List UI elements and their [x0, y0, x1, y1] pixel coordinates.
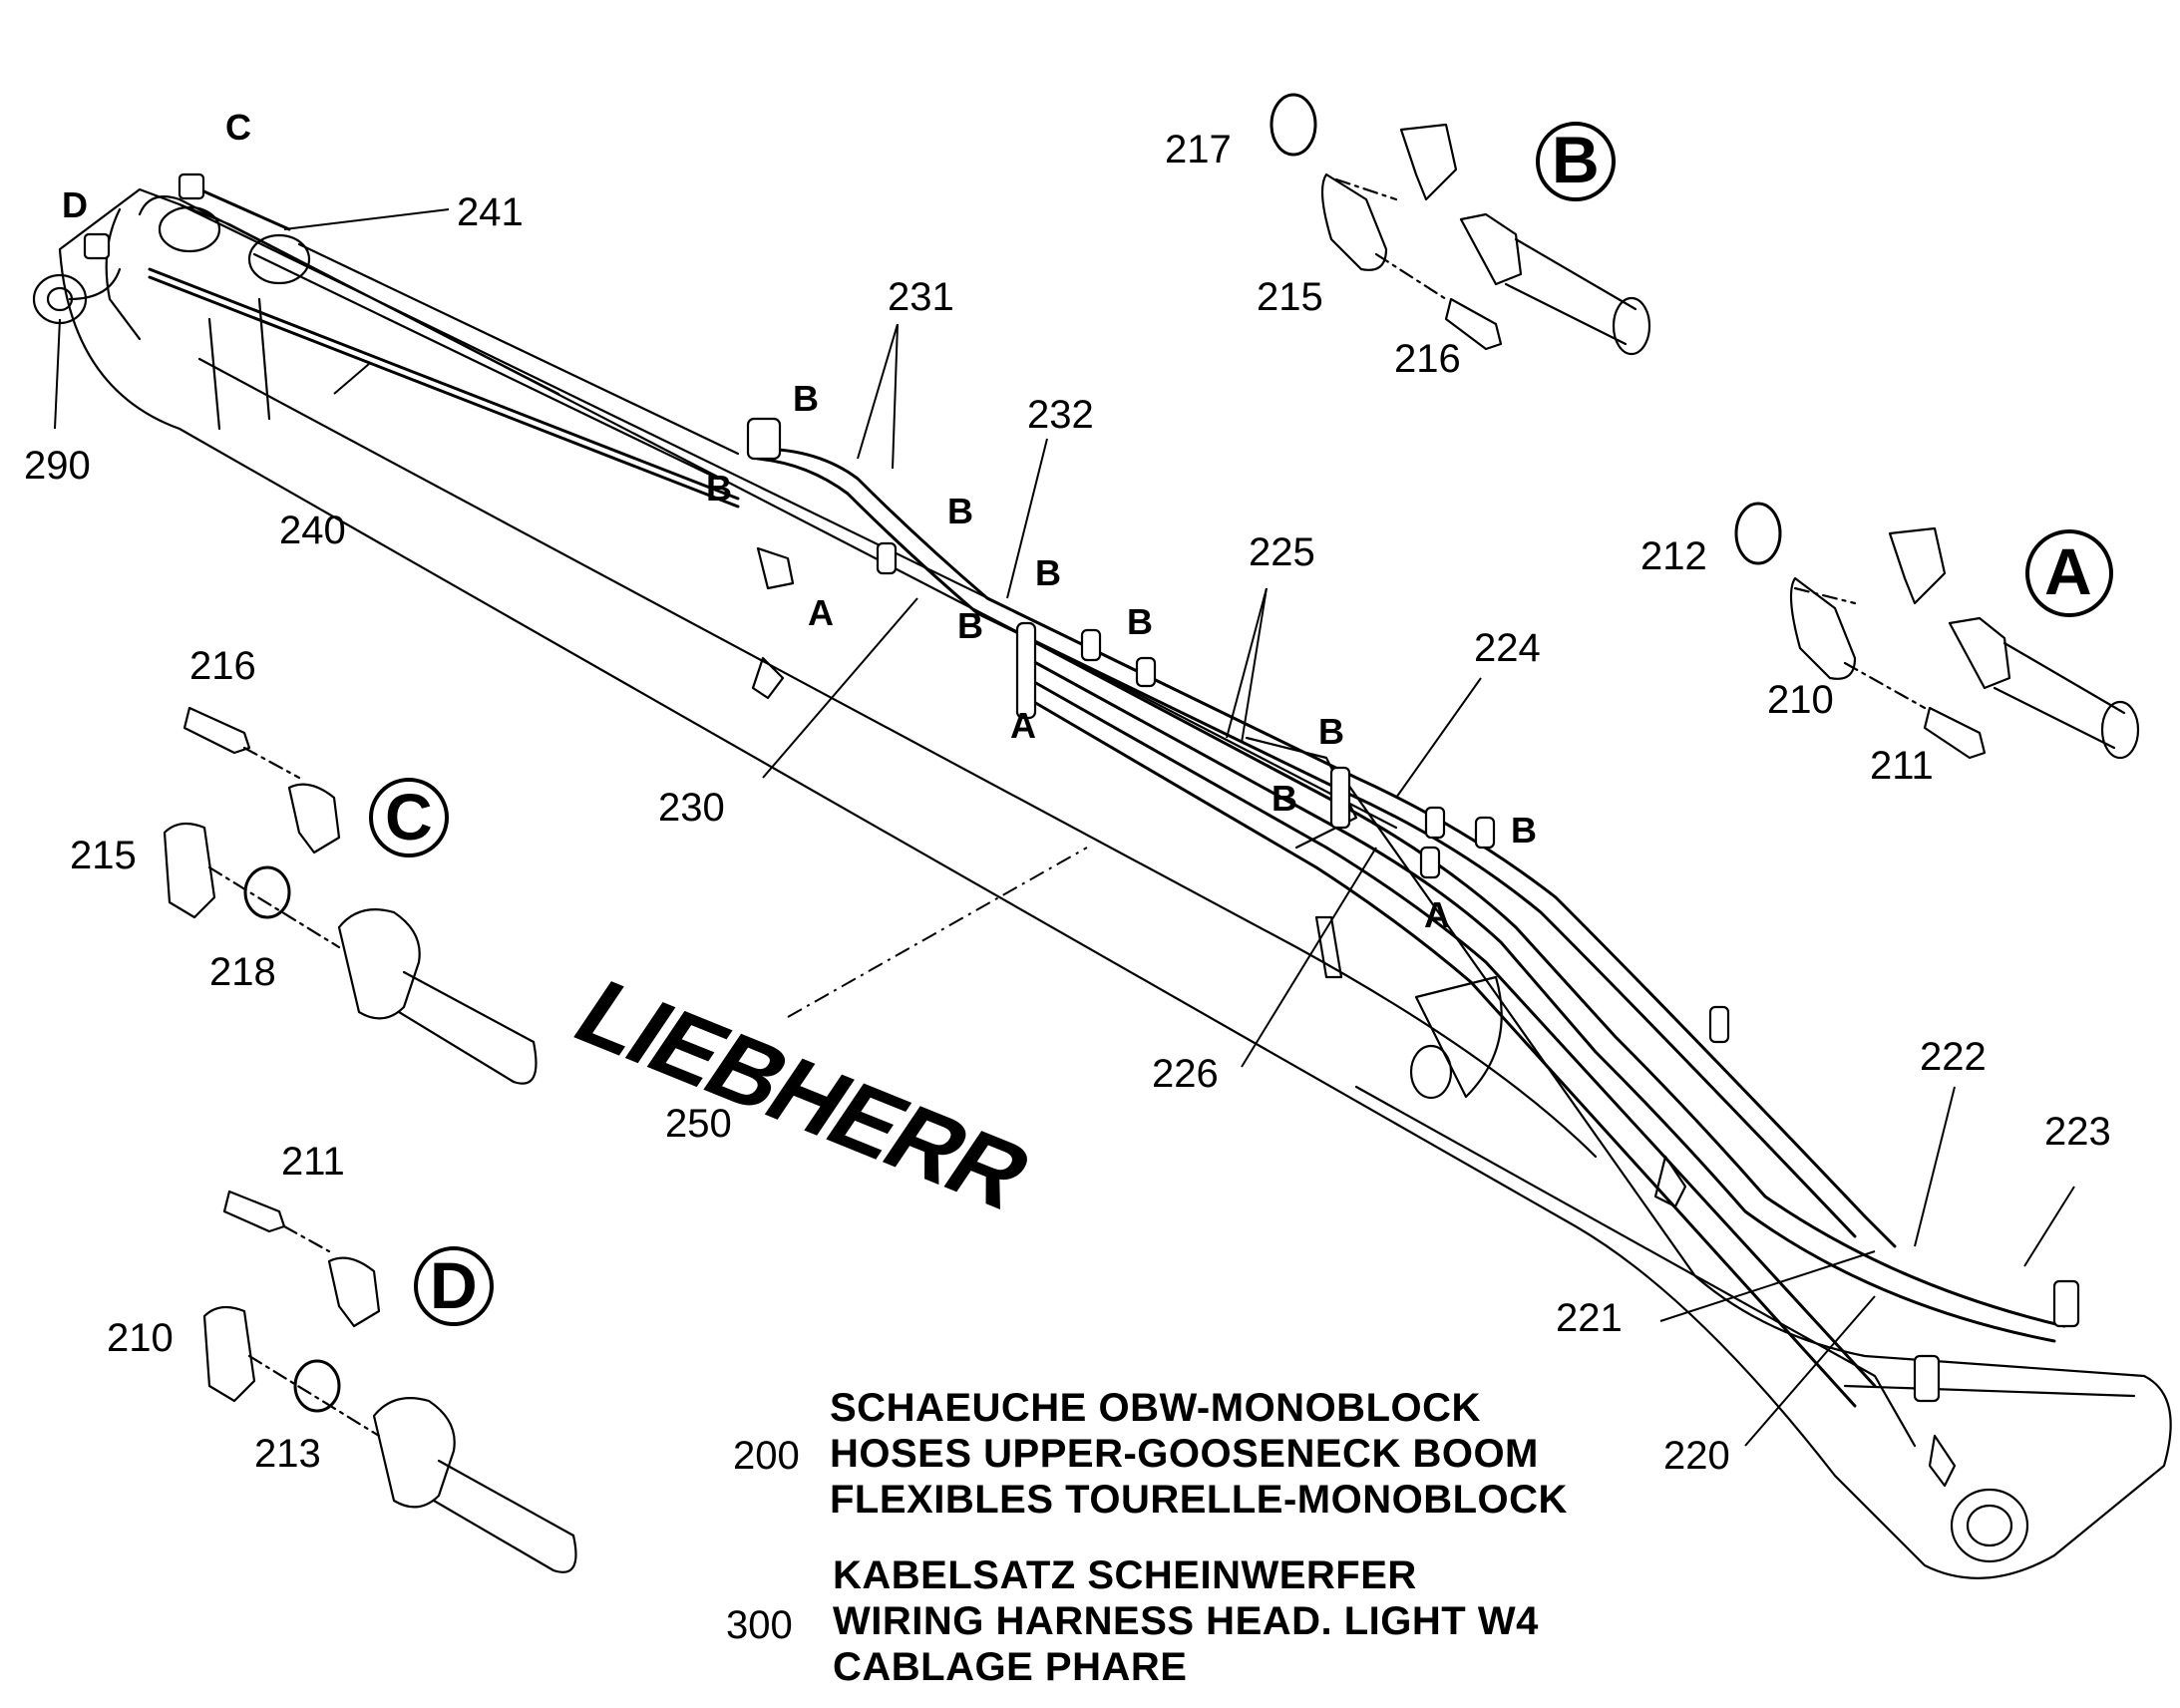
callout-216-b: 216: [1394, 337, 1461, 381]
detail-circles: [369, 122, 2113, 1326]
callout-216-c: 216: [189, 644, 256, 688]
letter-a-3: A: [1424, 894, 1450, 935]
detail-b-fitting: [1270, 93, 1651, 356]
callout-223: 223: [2044, 1110, 2111, 1154]
detail-label-b: B: [1552, 123, 1600, 196]
callout-241: 241: [457, 190, 524, 234]
detail-c-fitting: [163, 706, 538, 1085]
callout-213: 213: [254, 1432, 321, 1476]
group-200-title-fr: FLEXIBLES TOURELLE-MONOBLOCK: [830, 1478, 1568, 1522]
hose-lines: [148, 187, 2066, 1408]
group-200-title-en: HOSES UPPER-GOOSENECK BOOM: [830, 1432, 1539, 1476]
hose-clamps: [83, 172, 2080, 1403]
callout-210-a: 210: [1767, 678, 1834, 722]
leader-lines: [54, 208, 2075, 1447]
letter-a-2: A: [1010, 705, 1036, 746]
letter-a-1: A: [808, 592, 834, 633]
callout-220: 220: [1663, 1434, 1730, 1478]
callout-218: 218: [209, 950, 276, 994]
boom-cylinder: [105, 195, 740, 481]
callout-211-a: 211: [1870, 744, 1934, 788]
callout-215-c: 215: [70, 834, 137, 877]
group-300-title-en: WIRING HARNESS HEAD. LIGHT W4: [833, 1599, 1539, 1643]
group-200-number: 200: [733, 1434, 800, 1478]
callout-250: 250: [665, 1102, 732, 1146]
letter-b-7: B: [1318, 711, 1344, 752]
detail-label-d: D: [430, 1248, 478, 1322]
callout-222: 222: [1920, 1035, 1987, 1079]
callout-215-b: 215: [1257, 275, 1323, 319]
letter-b-8: B: [1272, 778, 1297, 819]
detail-a-fitting: [1734, 502, 2140, 760]
callout-224: 224: [1474, 626, 1541, 670]
callout-240: 240: [279, 509, 346, 552]
detail-label-a: A: [2044, 534, 2092, 608]
letter-b-3: B: [947, 491, 973, 531]
callout-225: 225: [1249, 530, 1315, 574]
callout-221: 221: [1556, 1296, 1623, 1340]
callout-217: 217: [1165, 128, 1232, 171]
letter-b-2: B: [706, 468, 732, 509]
letter-b-1: B: [793, 378, 819, 419]
group-300-title-de: KABELSATZ SCHEINWERFER: [833, 1553, 1417, 1597]
letter-b-5: B: [957, 605, 983, 646]
callout-232: 232: [1027, 393, 1094, 437]
letter-b-4: B: [1035, 552, 1061, 593]
letter-b-9: B: [1511, 810, 1537, 851]
callout-210-d: 210: [107, 1316, 174, 1360]
letter-b-6: B: [1127, 601, 1153, 642]
detail-label-c: C: [385, 780, 433, 854]
callout-290: 290: [24, 444, 91, 488]
callout-211-d: 211: [281, 1140, 345, 1184]
callout-231: 231: [888, 275, 954, 319]
group-300-title-fr: CABLAGE PHARE: [833, 1645, 1188, 1689]
group-200-title-de: SCHAEUCHE OBW-MONOBLOCK: [830, 1386, 1481, 1430]
callout-226: 226: [1152, 1052, 1219, 1096]
callout-230: 230: [658, 786, 725, 830]
detail-d-fitting: [202, 1190, 577, 1573]
group-300-number: 300: [726, 1603, 793, 1647]
letter-d: D: [62, 184, 88, 225]
callout-212: 212: [1640, 534, 1707, 578]
letter-c: C: [225, 107, 251, 148]
boom-body: [58, 187, 2172, 1579]
